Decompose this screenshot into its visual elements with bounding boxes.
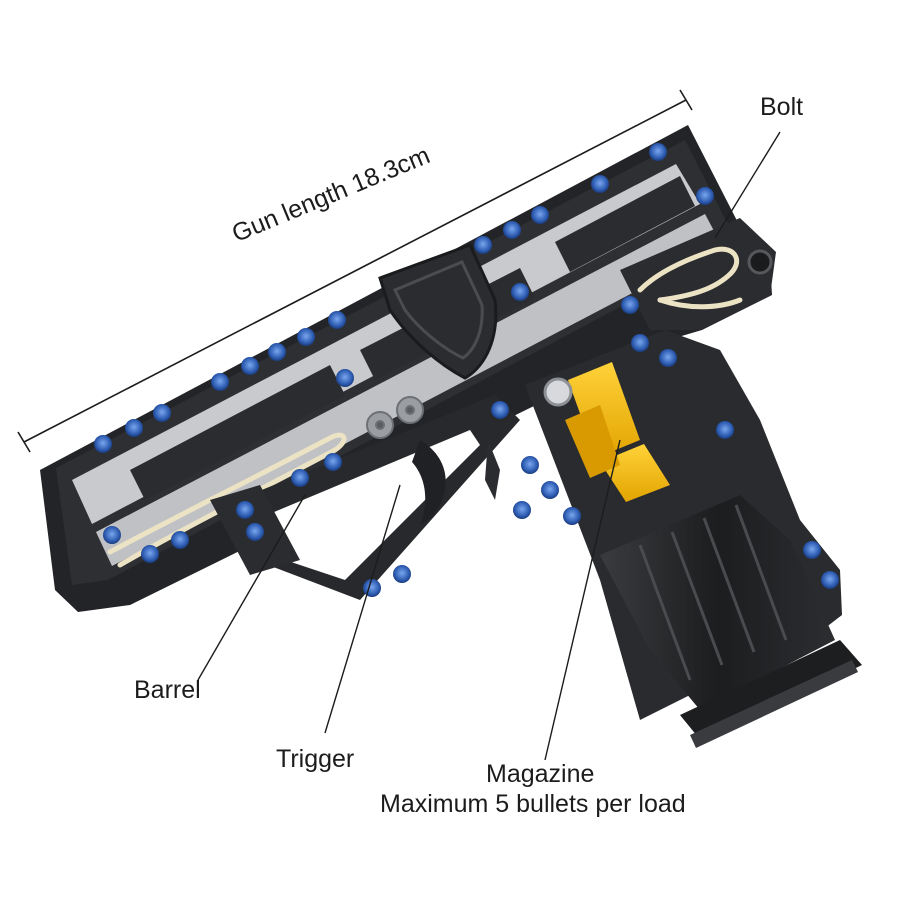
gear-icon	[366, 396, 424, 439]
barrel-label: Barrel	[134, 676, 201, 704]
barrel-leader-line	[197, 494, 306, 681]
magazine-label: Magazine	[486, 760, 595, 788]
rubber-band-icon	[107, 246, 743, 568]
magazine-capacity-label: Maximum 5 bullets per load	[380, 790, 686, 818]
magazine-leader-line	[544, 439, 621, 761]
bolt-leader-line	[714, 131, 781, 239]
bullets	[543, 362, 670, 502]
shield-plate	[378, 243, 498, 380]
grip	[525, 330, 862, 748]
technic-pin-icon	[747, 249, 773, 275]
trigger-label: Trigger	[276, 745, 355, 773]
bullet-tip	[543, 377, 573, 407]
technic-pins	[94, 143, 839, 597]
length-dimension-line	[17, 89, 693, 453]
leader-lines	[197, 131, 781, 761]
trigger-leader-line	[324, 484, 401, 734]
trigger	[412, 440, 500, 525]
bolt-label: Bolt	[760, 93, 804, 121]
technic-pin-icon	[94, 143, 839, 597]
